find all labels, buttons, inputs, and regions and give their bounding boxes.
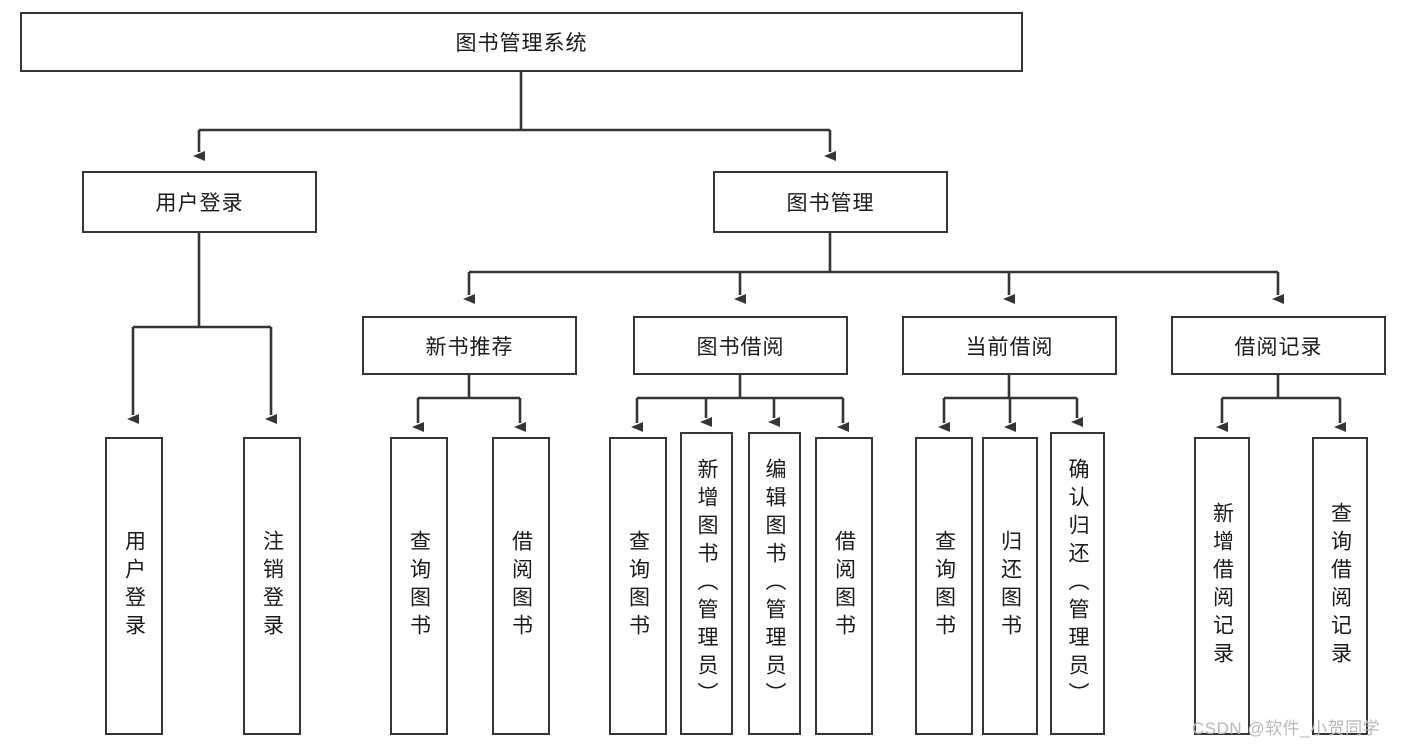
- node-book-borrow[interactable]: 图书借阅: [633, 316, 848, 375]
- node-leaf-query-book-2[interactable]: 查询图书: [609, 437, 667, 735]
- node-leaf-user-logout-label: 注销登录: [260, 530, 284, 642]
- node-new-book-recommend-label: 新书推荐: [425, 335, 514, 359]
- node-leaf-add-book[interactable]: 新增图书（管理员）: [680, 432, 733, 735]
- csdn-watermark: CSDN @软件_小贺同学: [1192, 719, 1381, 738]
- node-leaf-return-book[interactable]: 归还图书: [982, 437, 1038, 735]
- node-leaf-edit-book[interactable]: 编辑图书（管理员）: [748, 432, 801, 735]
- node-leaf-confirm-return-label: 确认归还（管理员）: [1066, 457, 1089, 710]
- node-leaf-return-book-label: 归还图书: [998, 530, 1022, 642]
- node-leaf-borrow-book-1[interactable]: 借阅图书: [492, 437, 550, 735]
- node-leaf-edit-book-label: 编辑图书（管理员）: [763, 457, 786, 710]
- node-leaf-query-book-2-label: 查询图书: [626, 530, 650, 642]
- node-book-borrow-label: 图书借阅: [696, 335, 785, 359]
- node-leaf-query-book-1[interactable]: 查询图书: [390, 437, 448, 735]
- node-leaf-user-login[interactable]: 用户登录: [105, 437, 163, 735]
- node-leaf-add-record-label: 新增借阅记录: [1210, 502, 1234, 670]
- node-leaf-query-book-1-label: 查询图书: [407, 530, 431, 642]
- node-leaf-borrow-book-2-label: 借阅图书: [832, 530, 856, 642]
- node-leaf-borrow-book-2[interactable]: 借阅图书: [815, 437, 873, 735]
- node-new-book-recommend[interactable]: 新书推荐: [362, 316, 577, 375]
- node-book-manage[interactable]: 图书管理: [713, 171, 948, 233]
- node-leaf-borrow-book-1-label: 借阅图书: [509, 530, 533, 642]
- node-user-login[interactable]: 用户登录: [82, 171, 317, 233]
- node-leaf-query-book-3-label: 查询图书: [932, 530, 956, 642]
- node-current-borrow[interactable]: 当前借阅: [902, 316, 1117, 375]
- node-current-borrow-label: 当前借阅: [965, 335, 1054, 359]
- node-root[interactable]: 图书管理系统: [20, 12, 1023, 72]
- node-leaf-add-record[interactable]: 新增借阅记录: [1194, 437, 1250, 735]
- node-borrow-record[interactable]: 借阅记录: [1171, 316, 1386, 375]
- node-leaf-user-login-label: 用户登录: [122, 530, 146, 642]
- node-leaf-query-record[interactable]: 查询借阅记录: [1312, 437, 1368, 735]
- node-leaf-user-logout[interactable]: 注销登录: [243, 437, 301, 735]
- node-user-login-label: 用户登录: [155, 192, 244, 215]
- node-leaf-query-book-3[interactable]: 查询图书: [915, 437, 973, 735]
- node-root-label: 图书管理系统: [455, 32, 588, 55]
- node-borrow-record-label: 借阅记录: [1234, 335, 1323, 359]
- node-book-manage-label: 图书管理: [786, 192, 875, 215]
- node-leaf-confirm-return[interactable]: 确认归还（管理员）: [1050, 432, 1105, 735]
- node-leaf-query-record-label: 查询借阅记录: [1328, 502, 1352, 670]
- node-leaf-add-book-label: 新增图书（管理员）: [695, 457, 718, 710]
